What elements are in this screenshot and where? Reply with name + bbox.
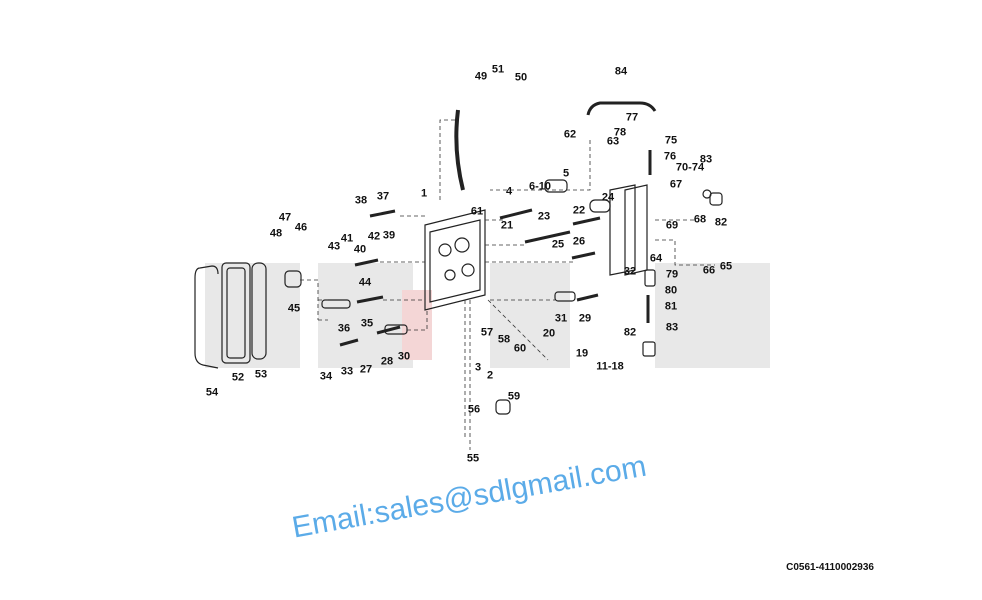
part-label: 25	[551, 238, 565, 251]
part-label: 38	[354, 194, 368, 207]
part-label: 58	[497, 333, 511, 346]
part-label: 54	[205, 386, 219, 399]
drawing-code: C0561-4110002936	[786, 562, 874, 573]
part-label: 61	[470, 205, 484, 218]
part-outlines	[194, 101, 723, 415]
gasket-53	[251, 262, 267, 360]
part-label: 83	[665, 321, 679, 334]
part-label: 64	[649, 252, 663, 265]
part-label: 44	[358, 276, 372, 289]
part-label: 30	[397, 350, 411, 363]
part-label: 21	[500, 219, 514, 232]
part-label: 43	[327, 240, 341, 253]
part-label: 31	[554, 312, 568, 325]
part-label: 53	[254, 368, 268, 381]
assembly-lines	[300, 119, 715, 450]
part-label: 50	[514, 71, 528, 84]
part-label: 84	[614, 65, 628, 78]
part-label: 77	[625, 111, 639, 124]
part-label: 42	[367, 230, 381, 243]
valve-body-1	[424, 209, 486, 311]
part-label: 65	[719, 260, 733, 273]
part-label: 68	[693, 213, 707, 226]
part-label: 51	[491, 63, 505, 76]
part-label: 70-74	[675, 161, 705, 174]
part-label: 75	[664, 134, 678, 147]
part-label: 26	[572, 235, 586, 248]
part-label: 34	[319, 370, 333, 383]
part-label: 67	[669, 178, 683, 191]
part-label: 20	[542, 327, 556, 340]
part-label: 81	[664, 300, 678, 313]
plate-32	[609, 184, 636, 276]
part-label: 23	[537, 210, 551, 223]
part-label: 76	[663, 150, 677, 163]
gasket-54	[194, 265, 219, 369]
part-label: 3	[474, 361, 482, 374]
part-label: 41	[340, 232, 354, 245]
part-label: 55	[466, 452, 480, 465]
part-label: 24	[601, 191, 615, 204]
part-label: 78	[613, 126, 627, 139]
part-label: 39	[382, 229, 396, 242]
part-label: 59	[507, 390, 521, 403]
part-label: 56	[467, 403, 481, 416]
part-label: 6-10	[528, 180, 552, 193]
part-label: 48	[269, 227, 283, 240]
part-label: 2	[486, 369, 494, 382]
part-label: 22	[572, 204, 586, 217]
part-label: 27	[359, 363, 373, 376]
tube-84	[586, 101, 657, 116]
part-label: 45	[287, 302, 301, 315]
part-label: 37	[376, 190, 390, 203]
part-label: 69	[665, 219, 679, 232]
part-label: 33	[340, 365, 354, 378]
part-label: 66	[702, 264, 716, 277]
part-label: 60	[513, 342, 527, 355]
part-label: 80	[664, 284, 678, 297]
part-label: 32	[623, 265, 637, 278]
part-label: 57	[480, 326, 494, 339]
part-label: 82	[623, 326, 637, 339]
part-label: 35	[360, 317, 374, 330]
part-label: 19	[575, 347, 589, 360]
plate-64	[624, 184, 648, 276]
sdlg-watermark-logo	[205, 263, 770, 368]
part-label: 62	[563, 128, 577, 141]
part-label: 47	[278, 211, 292, 224]
part-label: 11-18	[596, 360, 624, 373]
part-label: 4	[505, 185, 513, 198]
part-label: 40	[353, 243, 367, 256]
part-label: 52	[231, 371, 245, 384]
part-label: 36	[337, 322, 351, 335]
part-label: 79	[665, 268, 679, 281]
part-label: 28	[380, 355, 394, 368]
part-label: 83	[699, 153, 713, 166]
part-label: 5	[562, 167, 570, 180]
part-label: 1	[420, 187, 428, 200]
part-label: 29	[578, 312, 592, 325]
solenoid-45	[284, 270, 302, 288]
cover-52	[221, 262, 251, 364]
part-label: 49	[474, 70, 488, 83]
part-label: 82	[714, 216, 728, 229]
part-label: 63	[606, 135, 620, 148]
tube-49	[454, 109, 465, 191]
part-label: 46	[294, 221, 308, 234]
